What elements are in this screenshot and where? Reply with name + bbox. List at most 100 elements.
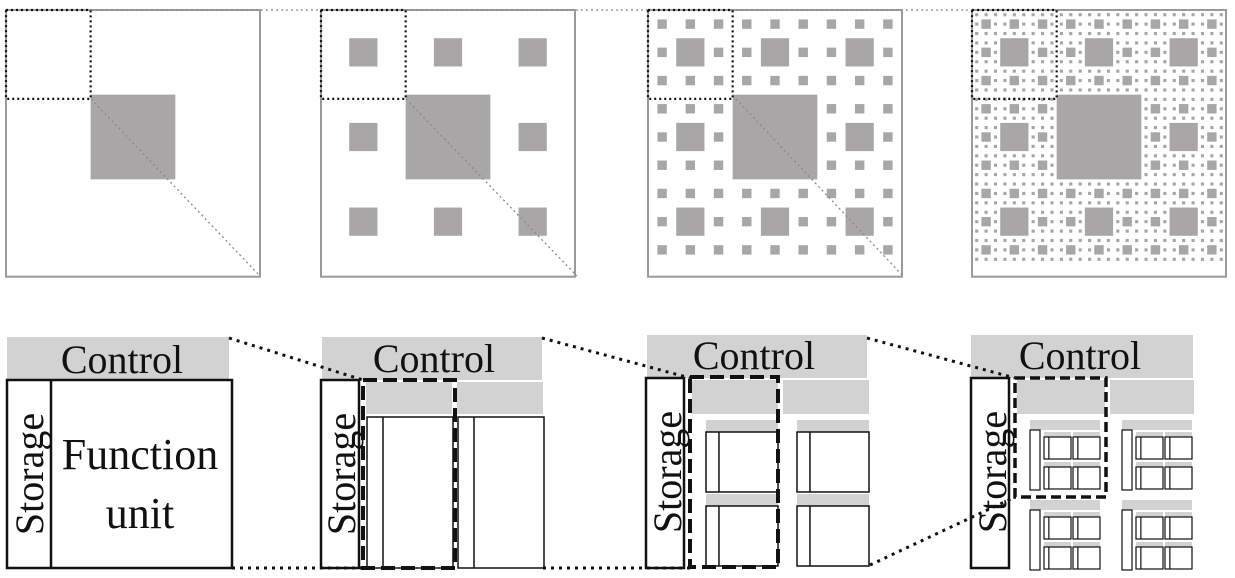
carpet-square [1178, 245, 1189, 255]
carpet-square [1172, 116, 1176, 120]
carpet-square [984, 13, 988, 17]
micro-control-bar [1165, 462, 1192, 467]
sub-unit [796, 431, 870, 493]
carpet-square [685, 19, 696, 29]
carpet-square [1106, 88, 1110, 92]
carpet-square [1200, 191, 1205, 196]
carpet-square [984, 126, 988, 130]
carpet-square [713, 19, 724, 29]
carpet-square [798, 47, 808, 58]
carpet-square [1022, 13, 1026, 17]
carpet-square [90, 94, 176, 180]
carpet-square [1050, 163, 1054, 167]
carpet-square [1153, 88, 1158, 92]
carpet-square [1163, 144, 1167, 148]
carpet-square [1116, 248, 1120, 252]
carpet-square [1012, 257, 1016, 261]
carpet-square [798, 75, 808, 86]
carpet-square [975, 116, 979, 120]
carpet-square [1153, 182, 1158, 186]
carpet-square [1012, 201, 1016, 205]
architecture-panel-4: Control Storage [969, 333, 1194, 571]
carpet-square [1144, 78, 1148, 83]
carpet-square [1200, 154, 1205, 158]
sub-unit [1043, 546, 1072, 570]
carpet-square [1031, 135, 1035, 139]
top-zoom-connectors [90, 9, 970, 277]
carpet-square [1200, 201, 1205, 205]
carpet-square [984, 116, 988, 120]
sub-unit [1164, 516, 1193, 540]
carpet-square [1144, 41, 1148, 45]
carpet-square [1172, 248, 1176, 252]
carpet-square [1163, 257, 1167, 261]
carpet-square [657, 75, 667, 86]
carpet-square [1191, 116, 1195, 120]
carpet-square [1040, 238, 1045, 243]
carpet-square [1172, 97, 1176, 101]
carpet-square [1182, 238, 1186, 243]
carpet-square [1135, 50, 1139, 54]
carpet-square [984, 60, 988, 64]
carpet-square [883, 75, 893, 86]
carpet-square [1219, 229, 1223, 233]
carpet-square [1097, 69, 1101, 73]
carpet-square [1078, 13, 1082, 17]
carpet-square [1135, 13, 1139, 17]
carpet-square [984, 238, 988, 243]
carpet-square [1106, 78, 1110, 83]
carpet-square [984, 69, 988, 73]
carpet-square [1153, 201, 1158, 205]
carpet-square [1078, 31, 1082, 36]
carpet-square [1135, 60, 1139, 64]
carpet-square [1012, 154, 1016, 158]
carpet-square [1219, 22, 1223, 26]
carpet-square [1163, 135, 1167, 139]
carpet-square [826, 132, 837, 142]
carpet-square [1050, 210, 1054, 214]
carpet-square [1066, 19, 1076, 29]
carpet-square [975, 97, 979, 101]
carpet-square [1122, 245, 1132, 255]
carpet-square [1219, 13, 1223, 17]
carpet-square [1144, 69, 1148, 73]
carpet-square [1059, 210, 1063, 214]
carpet-square [1078, 191, 1082, 196]
micro-control-bar [1044, 432, 1071, 437]
carpet-square [1059, 88, 1063, 92]
carpet-square [1144, 182, 1148, 186]
carpet-square [1116, 50, 1120, 54]
carpet-square [1144, 31, 1148, 36]
carpet-square [713, 75, 724, 86]
sub-unit [1043, 466, 1072, 490]
carpet-square [657, 245, 667, 255]
carpet-square [1150, 104, 1161, 114]
carpet-square [993, 107, 998, 111]
carpet-square [1078, 220, 1082, 224]
carpet-square [1069, 31, 1073, 36]
carpet-square [1219, 257, 1223, 261]
carpet-square [1219, 210, 1223, 214]
carpet-square [798, 245, 808, 255]
carpet-square [1163, 13, 1167, 17]
carpet-square [1125, 60, 1129, 64]
micro-control-bar [1044, 512, 1071, 517]
carpet-square [993, 144, 998, 148]
carpet-square [657, 216, 667, 227]
carpet-square [1191, 69, 1195, 73]
carpet-square [1125, 257, 1129, 261]
carpet-square [1059, 182, 1063, 186]
nested-units [1017, 380, 1194, 571]
carpet-square [1219, 116, 1223, 120]
carpet-square [1163, 60, 1167, 64]
carpet-square [1125, 229, 1129, 233]
carpet-square [883, 216, 893, 227]
carpet-square [1144, 22, 1148, 26]
carpet-square [1078, 22, 1082, 26]
carpet-square [1059, 31, 1063, 36]
carpet-square [1069, 210, 1073, 214]
carpet-square [1050, 31, 1054, 36]
carpet-square [1210, 229, 1214, 233]
carpet-square [657, 47, 667, 58]
carpet-square [1003, 191, 1007, 196]
